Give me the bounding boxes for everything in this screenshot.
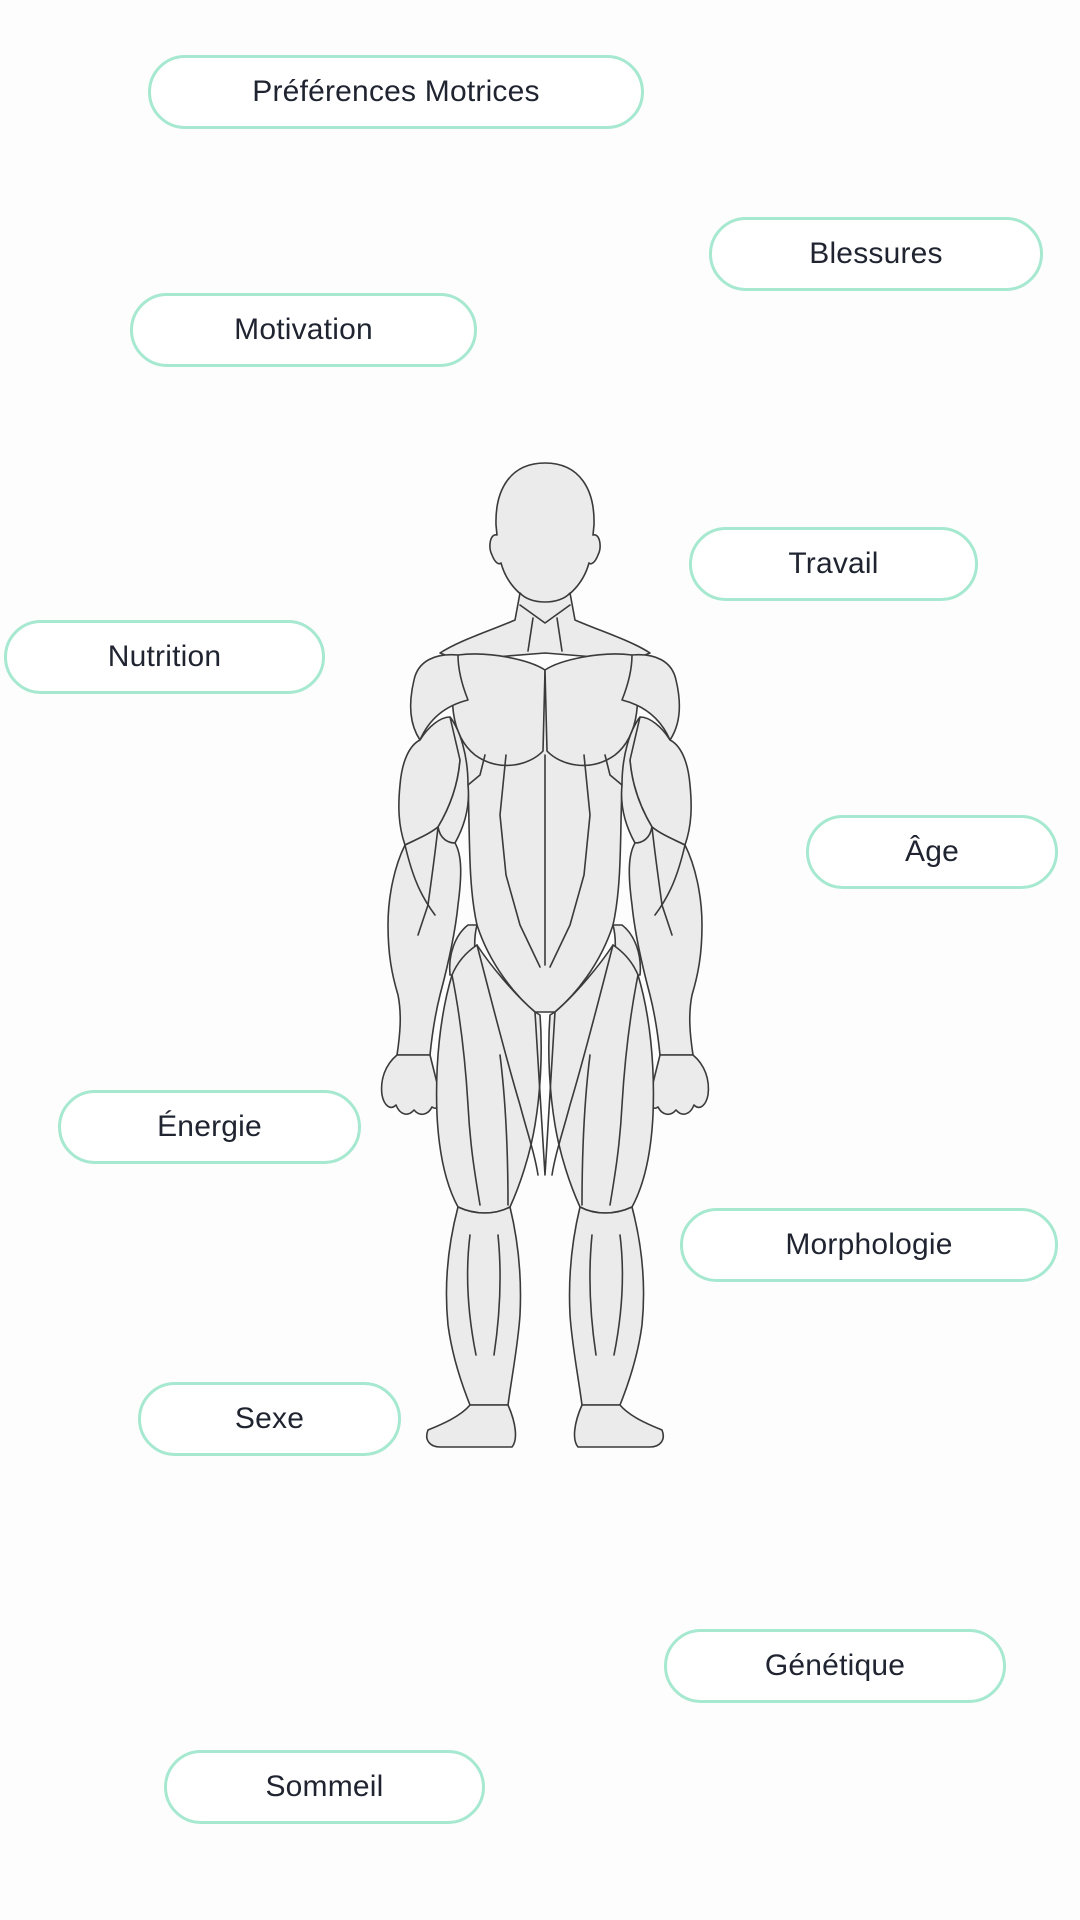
factor-pill-travail[interactable]: Travail [689,527,978,601]
human-muscle-anatomy-icon [380,462,710,1448]
factor-label: Préférences Motrices [252,75,540,108]
factor-pill-genetique[interactable]: Génétique [664,1629,1006,1703]
factor-pill-sommeil[interactable]: Sommeil [164,1750,485,1824]
factor-pill-blessures[interactable]: Blessures [709,217,1043,291]
factor-label: Sexe [234,1402,305,1435]
factor-label: Nutrition [107,640,222,673]
factor-label: Travail [788,547,879,580]
factor-label: Sommeil [265,1770,384,1803]
factor-label: Morphologie [785,1228,953,1261]
factor-label: Énergie [157,1110,262,1143]
factor-pill-sexe[interactable]: Sexe [138,1382,401,1456]
factor-label: Blessures [809,237,943,270]
factor-label: Génétique [764,1649,906,1682]
factor-label: Motivation [234,313,373,346]
factor-label: Âge [905,835,959,868]
factor-pill-age[interactable]: Âge [806,815,1058,889]
factor-pill-energie[interactable]: Énergie [58,1090,361,1164]
factor-pill-preferences-motrices[interactable]: Préférences Motrices [148,55,644,129]
factor-pill-nutrition[interactable]: Nutrition [4,620,325,694]
factor-pill-motivation[interactable]: Motivation [130,293,477,367]
factor-pill-morphologie[interactable]: Morphologie [680,1208,1058,1282]
